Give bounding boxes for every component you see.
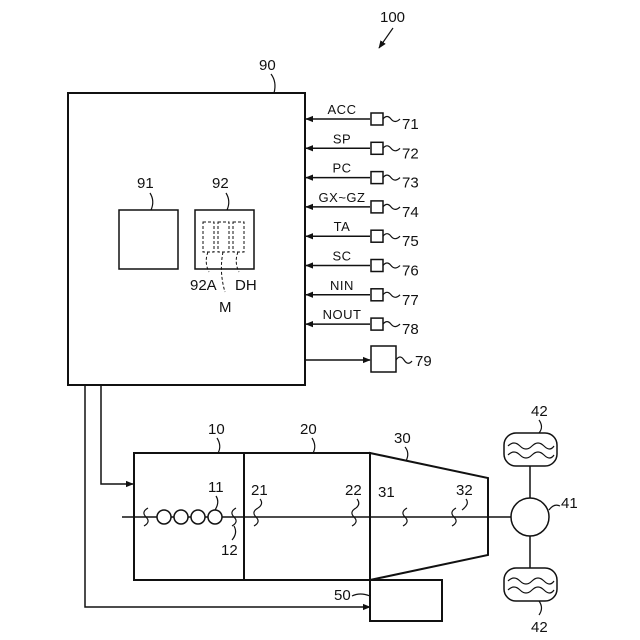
differential-leader <box>549 505 560 510</box>
motor-leader <box>312 438 315 453</box>
transmission-leader <box>405 447 408 461</box>
engine-label: 10 <box>208 421 225 438</box>
wheel-top-label: 42 <box>531 403 548 420</box>
sensor-box <box>371 201 383 213</box>
shaft-12-label: 12 <box>221 542 238 559</box>
shaft-21-label: 21 <box>251 482 268 499</box>
sensor-signal-label: GX~GZ <box>319 190 366 205</box>
sensor-ref-label: 77 <box>402 292 419 309</box>
sensor-ref-label: 78 <box>402 321 419 338</box>
sensor-leader <box>383 234 400 239</box>
differential-circle <box>511 498 549 536</box>
crank-label: 11 <box>208 479 224 496</box>
sensor-box <box>371 289 383 301</box>
crank-circle-4 <box>208 510 222 524</box>
output-device-label: 79 <box>415 353 432 370</box>
sensor-ref-label: 75 <box>402 233 419 250</box>
sensor-ref-label: 73 <box>402 175 419 192</box>
system-label: 100 <box>380 9 405 26</box>
output-device-leader <box>396 357 412 363</box>
sensor-signal-label: NIN <box>330 278 354 293</box>
sensor-leader <box>383 117 400 122</box>
sensor-box <box>371 230 383 242</box>
hydraulic-label: 50 <box>334 587 351 604</box>
sensor-signal-label: ACC <box>328 102 357 117</box>
sensor-signal-label: TA <box>334 219 351 234</box>
wheel-bottom-leader <box>539 601 542 615</box>
crank-circle-1 <box>157 510 171 524</box>
unit-92-box <box>195 210 254 269</box>
sensor-box <box>371 172 383 184</box>
sensor-box <box>371 113 383 125</box>
sub-dh-label: DH <box>235 277 257 294</box>
differential-label: 41 <box>561 495 578 512</box>
sensor-leader <box>383 263 400 268</box>
sensor-ref-label: 74 <box>402 204 419 221</box>
sensor-leader <box>383 322 400 327</box>
sensor-leader <box>383 175 400 180</box>
ecu-leader <box>271 74 275 93</box>
hydraulic-box <box>370 580 442 621</box>
motor-label: 20 <box>300 421 317 438</box>
sensor-leader <box>383 146 400 151</box>
sensor-ref-label: 71 <box>402 116 419 133</box>
ecu-to-engine-line <box>101 385 133 484</box>
ecu-box <box>68 93 305 385</box>
engine-leader <box>217 438 220 453</box>
sensor-group: ACC 71SP 72PC 73GX~GZ 74TA 75SC 76NIN 77NOUT 78 <box>306 102 419 338</box>
sensor-signal-label: SP <box>333 131 351 146</box>
wheel-top-leader <box>539 420 542 433</box>
sensor-ref-label: 76 <box>402 263 419 280</box>
sensor-box <box>371 318 383 330</box>
output-device-box <box>371 346 396 372</box>
unit-92-label: 92 <box>212 175 229 192</box>
transmission-label: 30 <box>394 430 411 447</box>
sensor-leader <box>383 292 400 297</box>
shaft-32-label: 32 <box>456 482 473 499</box>
crank-circle-3 <box>191 510 205 524</box>
unit-91-label: 91 <box>137 175 154 192</box>
shaft-22-label: 22 <box>345 482 362 499</box>
sub-92a-label: 92A <box>190 277 217 294</box>
sensor-signal-label: PC <box>332 161 351 176</box>
sensor-signal-label: NOUT <box>323 307 362 322</box>
sensor-box <box>371 142 383 154</box>
system-label-arrow <box>379 28 393 48</box>
sensor-ref-label: 72 <box>402 145 419 162</box>
crank-circle-2 <box>174 510 188 524</box>
shaft-31-label: 31 <box>378 484 395 501</box>
ecu-label: 90 <box>259 57 276 74</box>
sensor-signal-label: SC <box>332 249 351 264</box>
unit-91-box <box>119 210 178 269</box>
sub-m-label: M <box>219 299 232 316</box>
sensor-box <box>371 260 383 272</box>
hydraulic-leader <box>352 594 370 596</box>
sensor-leader <box>383 204 400 209</box>
wheel-bottom-label: 42 <box>531 619 548 636</box>
